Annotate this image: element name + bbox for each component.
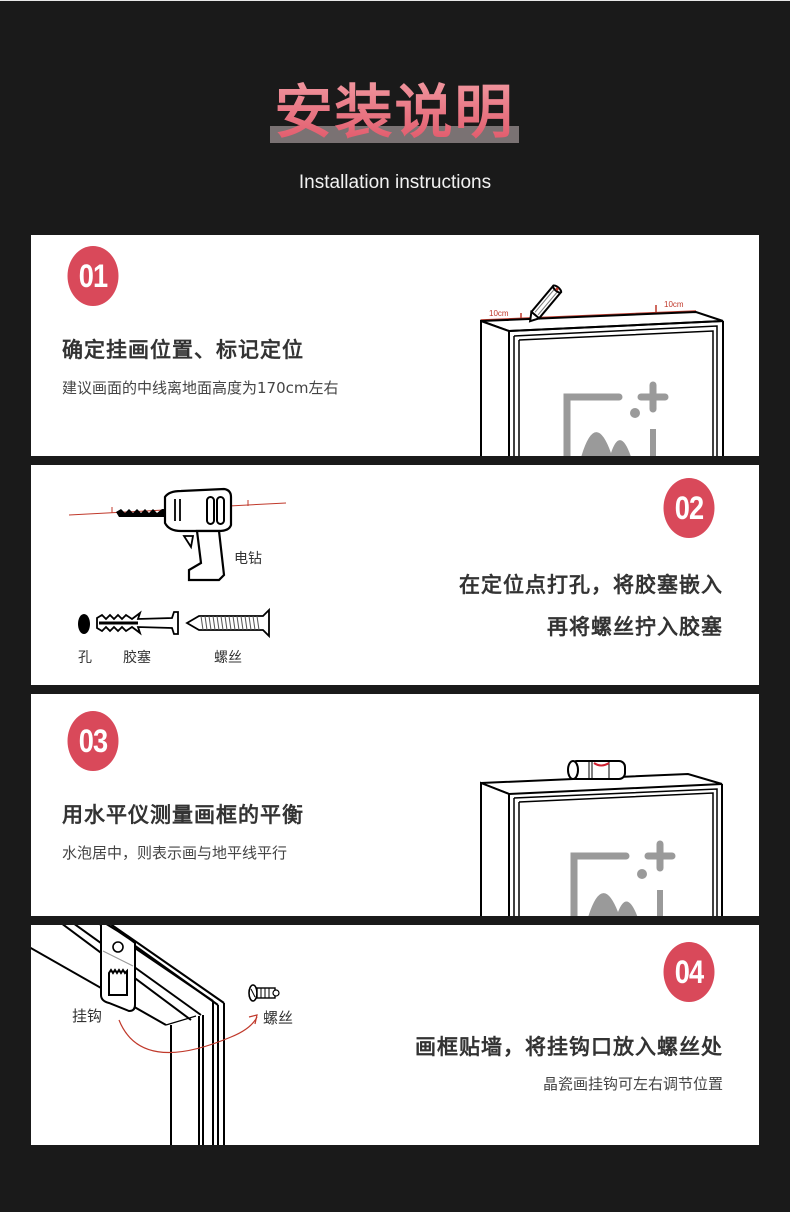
image-placeholder-icon	[570, 840, 676, 916]
picture-frame-icon	[480, 305, 724, 456]
hole-icon	[78, 614, 90, 634]
step-card-2: 02 在定位点打孔，将胶塞嵌入 再将螺丝拧入胶塞 电钻	[31, 465, 759, 685]
step-card-3: 03 用水平仪测量画框的平衡 水泡居中，则表示画与地平线平行	[31, 694, 759, 916]
step-description: 晶瓷画挂钩可左右调节位置	[542, 1075, 723, 1093]
hook-label: 挂钩	[72, 1007, 103, 1025]
drill-label: 电钻	[234, 551, 262, 567]
image-placeholder-icon	[563, 381, 669, 456]
spirit-level-icon	[567, 760, 626, 780]
step-heading-line-2: 再将螺丝拧入胶塞	[547, 615, 723, 639]
page-title: 安装说明	[270, 76, 519, 148]
wall-anchor-icon	[96, 610, 179, 636]
hanger-hook-icon	[100, 925, 136, 1013]
screw-label: 螺丝	[263, 1009, 294, 1027]
step-number-badge: 02	[663, 478, 715, 538]
step-heading: 画框贴墙，将挂钩口放入螺丝处	[415, 1035, 723, 1059]
picture-frame-icon	[480, 772, 723, 916]
step-card-4: 04 画框贴墙，将挂钩口放入螺丝处 晶瓷画挂钩可左右调节位置 挂钩	[31, 925, 759, 1145]
step-number-badge: 01	[67, 246, 119, 306]
step-description: 水泡居中，则表示画与地平线平行	[62, 844, 288, 862]
drill-icon	[68, 487, 287, 582]
step-number-badge: 03	[67, 711, 119, 771]
title-underline-bar	[270, 126, 519, 143]
page-subtitle: Installation instructions	[298, 172, 492, 193]
step-description: 建议画面的中线离地面高度为170cm左右	[62, 379, 339, 397]
top-divider	[0, 0, 790, 1]
step-card-1: 01 确定挂画位置、标记定位 建议画面的中线离地面高度为170cm左右 10cm…	[31, 235, 759, 456]
pencil-icon	[528, 284, 563, 323]
curved-arrow-icon	[118, 1016, 258, 1054]
screw-icon	[185, 607, 270, 639]
measure-label-left: 10cm	[489, 309, 509, 318]
screw-label: 螺丝	[214, 650, 242, 666]
measure-label-right: 10cm	[664, 300, 684, 309]
step-heading-line-1: 在定位点打孔，将胶塞嵌入	[459, 573, 723, 597]
anchor-label: 胶塞	[123, 650, 151, 666]
step-heading: 用水平仪测量画框的平衡	[62, 803, 304, 827]
hole-label: 孔	[78, 650, 92, 666]
step-number-badge: 04	[663, 942, 715, 1002]
frame-corner-icon	[31, 925, 258, 1145]
screw-icon	[248, 984, 280, 1002]
step-heading: 确定挂画位置、标记定位	[62, 338, 304, 362]
